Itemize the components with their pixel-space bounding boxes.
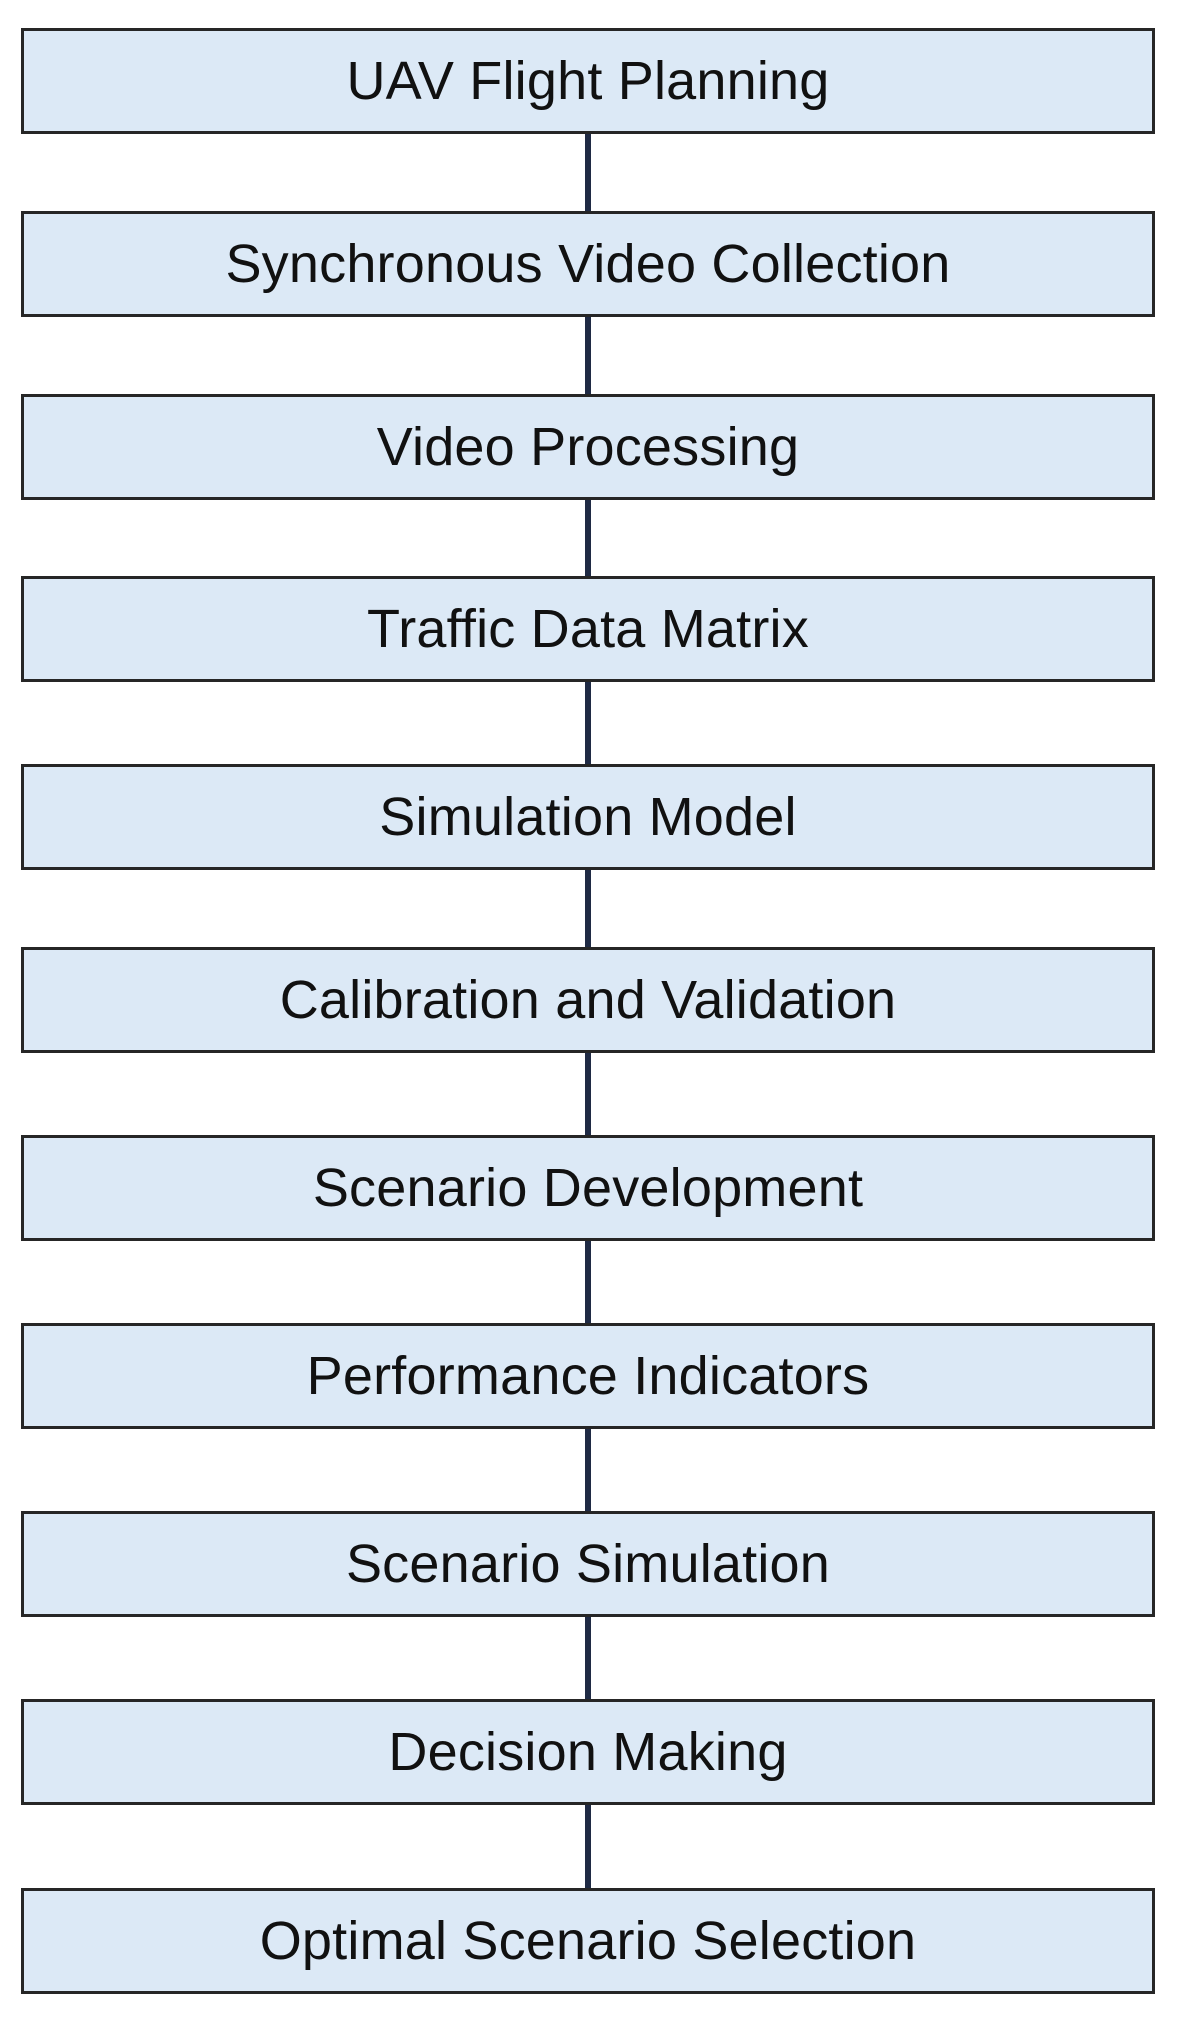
connector-1 <box>585 134 591 211</box>
step-label: Simulation Model <box>379 787 797 847</box>
connector-5 <box>585 870 591 947</box>
step-performance-indicators: Performance Indicators <box>21 1323 1155 1429</box>
step-label: Video Processing <box>376 417 800 477</box>
step-video-processing: Video Processing <box>21 394 1155 500</box>
step-calibration-and-validation: Calibration and Validation <box>21 947 1155 1053</box>
step-label: Performance Indicators <box>306 1346 870 1406</box>
step-label: Calibration and Validation <box>279 970 897 1030</box>
connector-6 <box>585 1053 591 1135</box>
step-scenario-simulation: Scenario Simulation <box>21 1511 1155 1617</box>
step-label: Decision Making <box>388 1722 788 1782</box>
step-label: Scenario Development <box>312 1158 864 1218</box>
step-decision-making: Decision Making <box>21 1699 1155 1805</box>
step-uav-flight-planning: UAV Flight Planning <box>21 28 1155 134</box>
step-label: UAV Flight Planning <box>346 51 830 111</box>
step-synchronous-video-collection: Synchronous Video Collection <box>21 211 1155 317</box>
step-label: Optimal Scenario Selection <box>259 1911 917 1971</box>
step-label: Traffic Data Matrix <box>367 599 809 659</box>
connector-10 <box>585 1805 591 1888</box>
step-simulation-model: Simulation Model <box>21 764 1155 870</box>
connector-8 <box>585 1429 591 1511</box>
connector-9 <box>585 1617 591 1699</box>
connector-7 <box>585 1241 591 1323</box>
step-scenario-development: Scenario Development <box>21 1135 1155 1241</box>
step-traffic-data-matrix: Traffic Data Matrix <box>21 576 1155 682</box>
connector-3 <box>585 500 591 576</box>
connector-4 <box>585 682 591 764</box>
step-optimal-scenario-selection: Optimal Scenario Selection <box>21 1888 1155 1994</box>
connector-2 <box>585 317 591 394</box>
step-label: Synchronous Video Collection <box>225 234 951 294</box>
step-label: Scenario Simulation <box>345 1534 831 1594</box>
